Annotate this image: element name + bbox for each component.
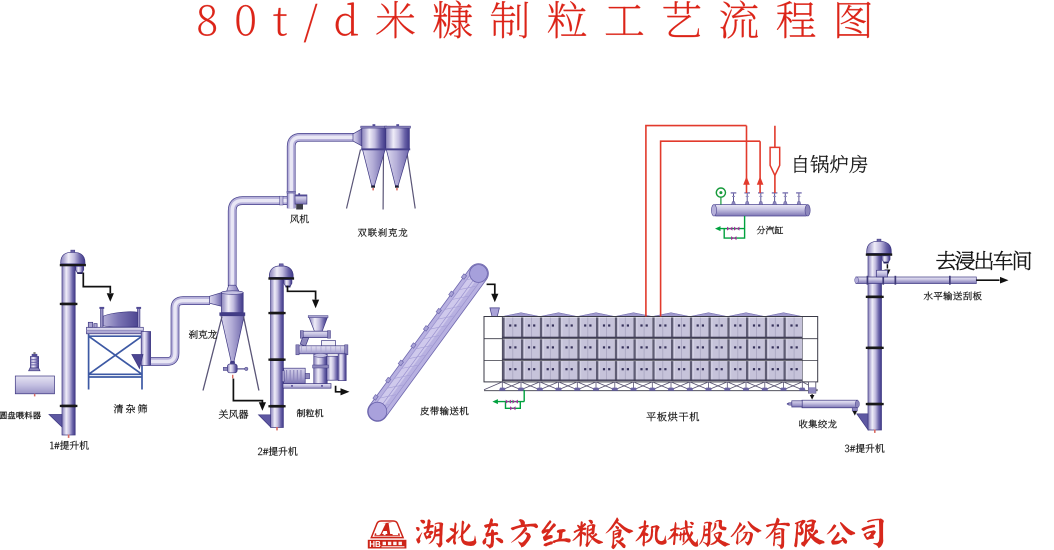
- svg-text:HB: HB: [369, 540, 381, 549]
